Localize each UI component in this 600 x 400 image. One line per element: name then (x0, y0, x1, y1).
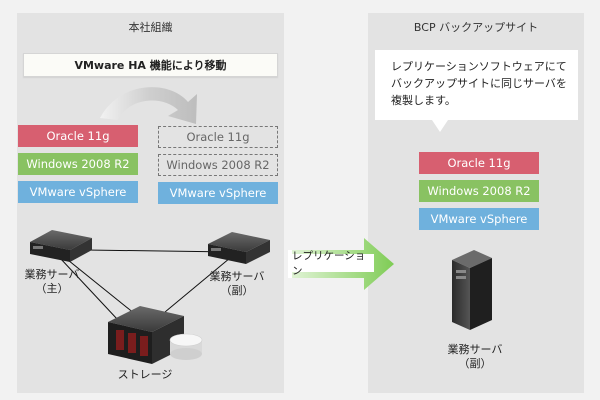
server-primary-role: （主） (35, 282, 69, 295)
primary-windows-pill: Windows 2008 R2 (18, 153, 138, 175)
storage-label: ストレージ (117, 368, 173, 381)
secondary-windows-pill: Windows 2008 R2 (158, 154, 278, 176)
primary-vmware-pill: VMware vSphere (18, 181, 138, 203)
connection-lines (57, 249, 233, 321)
ha-banner: VMware HA 機能により移動 (23, 53, 278, 77)
bcp-windows-pill: Windows 2008 R2 (419, 180, 539, 202)
migration-arrow (100, 87, 197, 124)
server-secondary-label: 業務サーバ （副） (204, 270, 270, 298)
primary-oracle-pill: Oracle 11g (18, 125, 138, 147)
callout-line-1: レプリケーションソフトウェアにて (391, 60, 567, 73)
bcp-oracle-pill: Oracle 11g (419, 152, 539, 174)
secondary-oracle-pill: Oracle 11g (158, 126, 278, 148)
replication-label: レプリケーション (292, 250, 374, 277)
bcp-panel: BCP バックアップサイト レプリケーションソフトウェアにて バックアップサイト… (368, 13, 584, 393)
server-primary-label: 業務サーバ （主） (22, 268, 82, 296)
bcp-server-icon (452, 250, 492, 330)
disk-icon (169, 333, 203, 360)
server-primary-icon (30, 230, 92, 262)
callout-line-2: バックアップサイトに同じサーバを (391, 77, 567, 90)
callout-tail (432, 120, 448, 132)
server-primary-name: 業務サーバ (24, 268, 80, 281)
bcp-server-label: 業務サーバ （副） (440, 343, 510, 371)
secondary-vmware-pill: VMware vSphere (158, 182, 278, 204)
server-secondary-name: 業務サーバ (209, 270, 265, 283)
server-secondary-role: （副） (220, 284, 254, 297)
bcp-server-name: 業務サーバ (447, 343, 503, 356)
bcp-server-role: （副） (458, 357, 492, 370)
bcp-title: BCP バックアップサイト (413, 21, 539, 34)
bcp-callout: レプリケーションソフトウェアにて バックアップサイトに同じサーバを 複製します。 (375, 50, 578, 120)
callout-line-3: 複製します。 (391, 94, 456, 107)
bcp-vmware-pill: VMware vSphere (419, 208, 539, 230)
server-secondary-icon (208, 232, 270, 264)
hq-title: 本社組織 (128, 21, 173, 34)
